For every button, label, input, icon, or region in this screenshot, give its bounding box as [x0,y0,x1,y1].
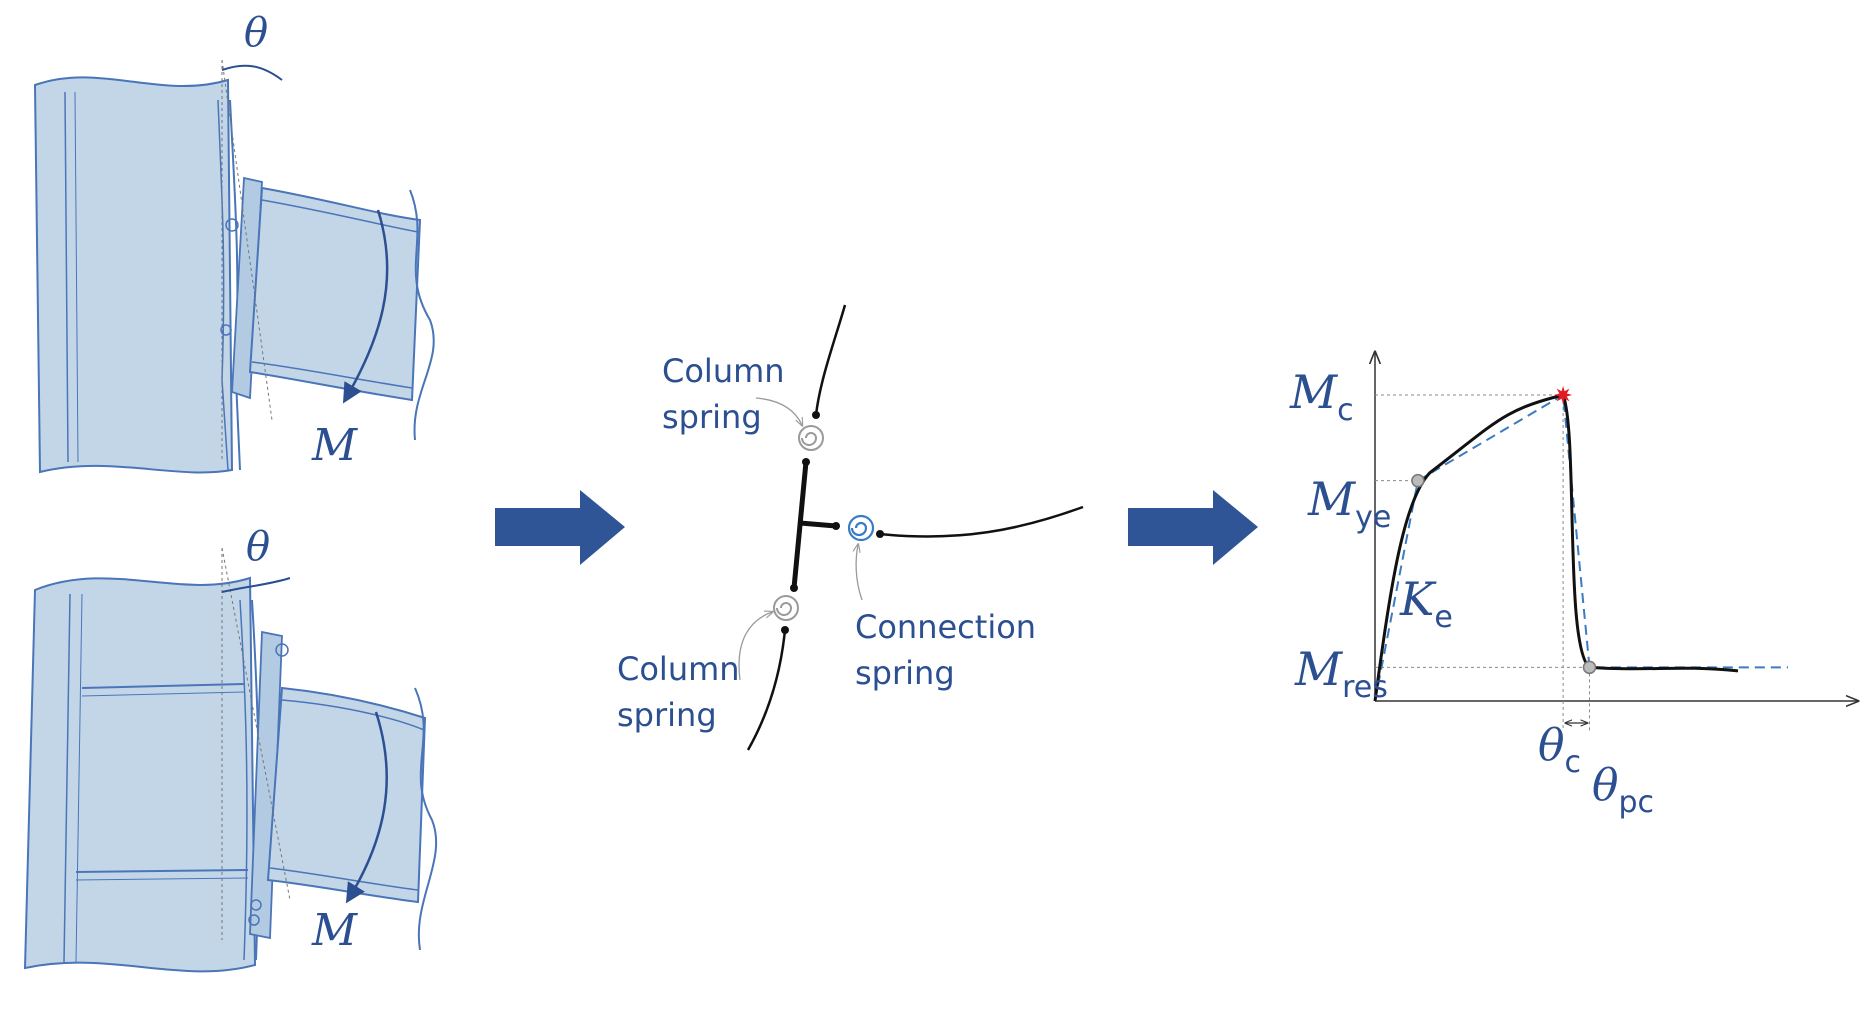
column-spring-bottom-label: Column spring [617,650,750,734]
bottom-theta-label: θ [246,524,270,570]
bottom-column [23,576,257,973]
bottom-moment-label: M [311,905,358,956]
theta-c-label: θc [1538,720,1581,780]
mye-label: Mye [1307,472,1391,535]
top-theta-label: θ [244,10,268,56]
column-spring-bottom-icon [773,595,799,621]
yield-point [1411,473,1425,488]
top-moment-arrow [342,209,389,404]
top-connection-illustration: θ M [33,10,435,474]
bottom-moment-arrow [345,711,388,904]
connection-spring-label: Connection spring [855,608,1046,692]
column-spring-top-label: Column spring [662,352,795,436]
peak-point [1554,386,1573,404]
column-spring-top-icon [798,425,824,451]
top-moment-label: M [311,420,358,471]
connection-spring-icon [847,514,875,542]
backbone-curve [1373,393,1739,702]
theta-pc-label: θpc [1592,760,1654,820]
top-column [33,76,234,474]
bottom-beam [266,686,427,904]
moment-rotation-plot: Mc Mye Mres Ke θc θpc [1289,352,1858,820]
peak-marker-icon [1554,386,1573,404]
residual-point [1582,660,1597,675]
bottom-connection-illustration: θ M [23,524,438,973]
right-arrow-icon [495,490,625,565]
mres-label: Mres [1294,642,1388,705]
ke-label: Ke [1399,572,1453,635]
mc-label: Mc [1289,365,1354,428]
top-beam [248,186,422,402]
right-arrow-icon [1128,490,1258,565]
spring-model: Column spring Column spring Connection s… [617,304,1084,751]
